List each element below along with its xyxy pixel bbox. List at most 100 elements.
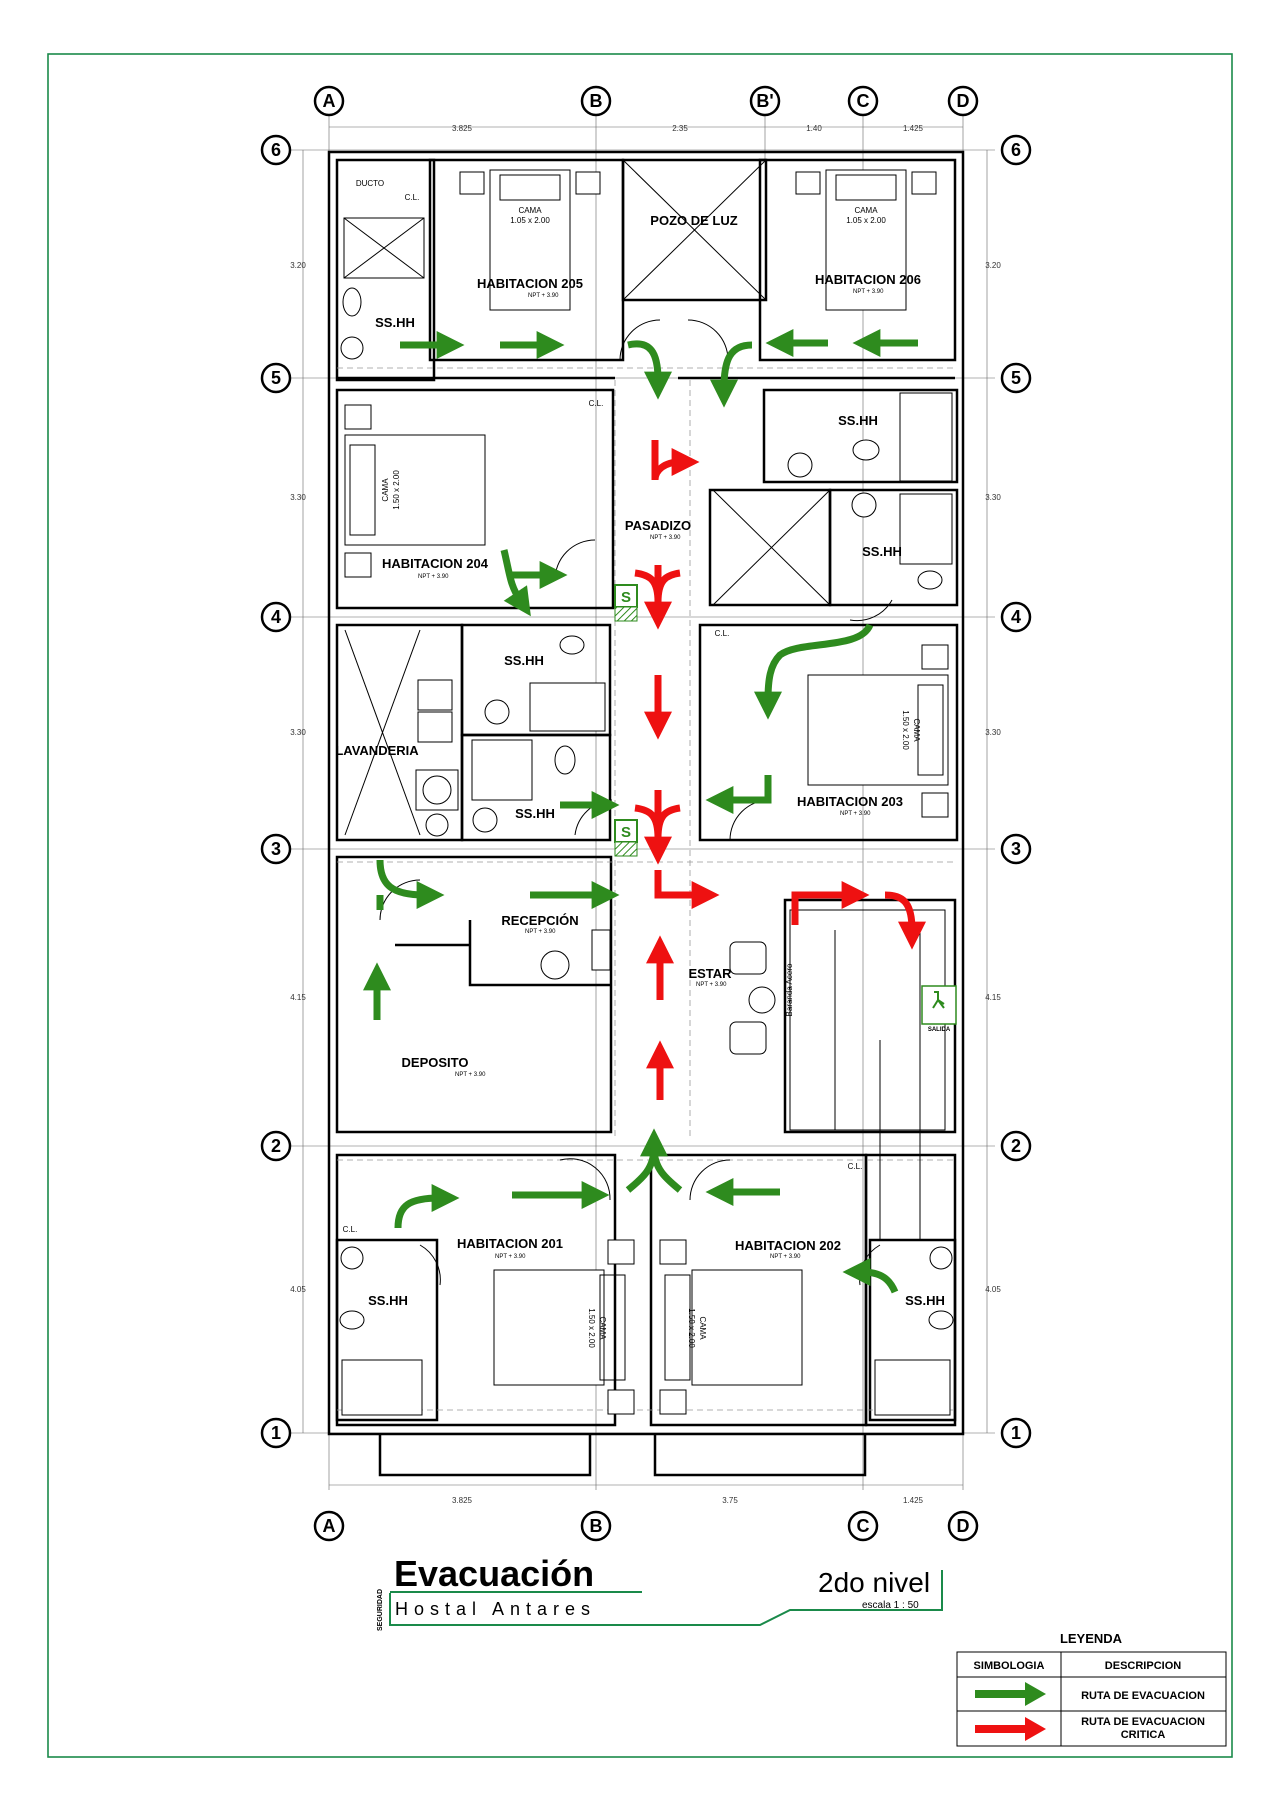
exit-sign: SALIDA: [921, 985, 957, 1033]
legend-title: LEYENDA: [1060, 1631, 1123, 1646]
title-main: Evacuación: [394, 1553, 594, 1594]
legend-row-2a: RUTA DE EVACUACION: [1081, 1716, 1205, 1728]
critical-arrow: [884, 891, 926, 950]
axis-left-4: 4: [271, 607, 281, 627]
dim-top-1: 3.825: [452, 124, 473, 133]
title-scale: escala 1 : 50: [862, 1600, 919, 1611]
npt-estar: NPT + 3.90: [696, 982, 727, 988]
safe-zone-sign-1: S: [614, 584, 638, 622]
label-estar: ESTAR: [688, 966, 732, 981]
evacuation-routes: [363, 329, 918, 1294]
label-cama-203: CAMA: [912, 718, 921, 742]
title-vertical: SEGURIDAD: [377, 1589, 384, 1631]
beds: [344, 169, 949, 1415]
legend-col-symbol: SIMBOLOGIA: [974, 1660, 1045, 1672]
label-cama-203-size: 1.50 x 2.00: [901, 710, 910, 750]
axis-right-2: 2: [1011, 1136, 1021, 1156]
sheet-frame: [47, 53, 1233, 1758]
axis-bottom-B: B: [590, 1516, 603, 1536]
axis-left-1: 1: [271, 1423, 281, 1443]
dim-bottom-2: 3.75: [722, 1496, 738, 1505]
axis-bottom-A: A: [323, 1516, 336, 1536]
axis-top-D: D: [957, 91, 970, 111]
critical-arrow: [654, 569, 681, 603]
npt-pasadizo: NPT + 3.90: [650, 535, 681, 541]
axis-right-6: 6: [1011, 140, 1021, 160]
npt-recepcion: NPT + 3.90: [525, 929, 556, 935]
critical-arrow: [654, 804, 681, 839]
evac-arrow: [394, 1184, 460, 1229]
axis-right-5: 5: [1011, 368, 1021, 388]
label-cl-2: C.L.: [589, 399, 604, 408]
legend-red-arrow-icon: [975, 1717, 1046, 1741]
label-cama-206: CAMA: [854, 206, 878, 215]
title-block: SEGURIDAD Evacuación Hostal Antares 2do …: [377, 1553, 943, 1631]
label-sshh-3: SS.HH: [862, 544, 902, 559]
label-sshh-7: SS.HH: [905, 1293, 945, 1308]
safe-zone-sign-2: S: [614, 819, 638, 857]
evac-arrow: [754, 623, 874, 720]
label-lavanderia: LAVANDERIA: [335, 743, 419, 758]
exit-sign-label: SALIDA: [928, 1027, 951, 1033]
label-hab-202: HABITACION 202: [735, 1238, 841, 1253]
label-cama-202-size: 1.50 x 2.00: [687, 1308, 696, 1348]
label-pozo-de-luz: POZO DE LUZ: [650, 213, 737, 228]
safe-zone-sign-2-label: S: [621, 824, 631, 841]
label-cama-201: CAMA: [598, 1316, 607, 1340]
label-cama-204-size: 1.50 x 2.00: [392, 470, 401, 510]
stairs: [789, 909, 946, 1240]
axis-top-C: C: [857, 91, 870, 111]
axis-top-A: A: [323, 91, 336, 111]
legend-col-description: DESCRIPCION: [1105, 1660, 1181, 1672]
dim-right-4: 4.15: [985, 993, 1001, 1002]
dim-bottom-1: 3.825: [452, 1496, 473, 1505]
legend: LEYENDA SIMBOLOGIA DESCRIPCION RUTA DE E…: [956, 1631, 1227, 1747]
furniture: [540, 929, 776, 1055]
axis-bottom-D: D: [957, 1516, 970, 1536]
bathroom-fixtures: [339, 217, 954, 1416]
dim-left-1: 3.20: [290, 261, 306, 270]
label-cl-5: C.L.: [848, 1162, 863, 1171]
dim-left-4: 4.15: [290, 993, 306, 1002]
title-level: 2do nivel: [818, 1567, 930, 1598]
label-cl-1: C.L.: [405, 193, 420, 202]
npt-206: NPT + 3.90: [853, 289, 884, 295]
label-cama-205: CAMA: [518, 206, 542, 215]
evac-arrow: [500, 549, 531, 617]
legend-row-2b: CRITICA: [1121, 1729, 1166, 1741]
label-hab-206: HABITACION 206: [815, 272, 921, 287]
label-sshh-4: SS.HH: [504, 653, 544, 668]
label-cama-206-size: 1.05 x 2.00: [846, 216, 886, 225]
label-cama-204: CAMA: [381, 478, 390, 502]
npt-markers: NPT + 3.90 NPT + 3.90 NPT + 3.90 NPT + 3…: [418, 289, 884, 1260]
critical-arrow: [791, 881, 870, 925]
axis-right-3: 3: [1011, 839, 1021, 859]
dim-right-1: 3.20: [985, 261, 1001, 270]
label-recepcion: RECEPCIÓN: [501, 913, 578, 928]
label-baranda: Baranda Acero: [785, 963, 794, 1016]
axis-left-2: 2: [271, 1136, 281, 1156]
label-cama-201-size: 1.50 x 2.00: [587, 1308, 596, 1348]
dim-right-5: 4.05: [985, 1285, 1001, 1294]
label-deposito: DEPOSITO: [402, 1055, 469, 1070]
walls: [327, 150, 965, 1477]
npt-202: NPT + 3.90: [770, 1254, 801, 1260]
critical-routes: [634, 440, 926, 1100]
label-hab-204: HABITACION 204: [382, 556, 489, 571]
label-hab-205: HABITACION 205: [477, 276, 583, 291]
axis-right-4: 4: [1011, 607, 1021, 627]
evac-arrow: [376, 859, 445, 909]
axis-left-5: 5: [271, 368, 281, 388]
safe-zone-sign-1-label: S: [621, 589, 631, 606]
label-hab-201: HABITACION 201: [457, 1236, 563, 1251]
axis-top-B: B: [590, 91, 603, 111]
npt-deposito: NPT + 3.90: [455, 1072, 486, 1078]
dashed-lines: [337, 159, 955, 1411]
axis-bottom-C: C: [857, 1516, 870, 1536]
label-sshh-5: SS.HH: [515, 806, 555, 821]
npt-203: NPT + 3.90: [840, 811, 871, 817]
legend-green-arrow-icon: [975, 1682, 1046, 1706]
label-cl-3: C.L.: [715, 629, 730, 638]
label-sshh-2: SS.HH: [838, 413, 878, 428]
